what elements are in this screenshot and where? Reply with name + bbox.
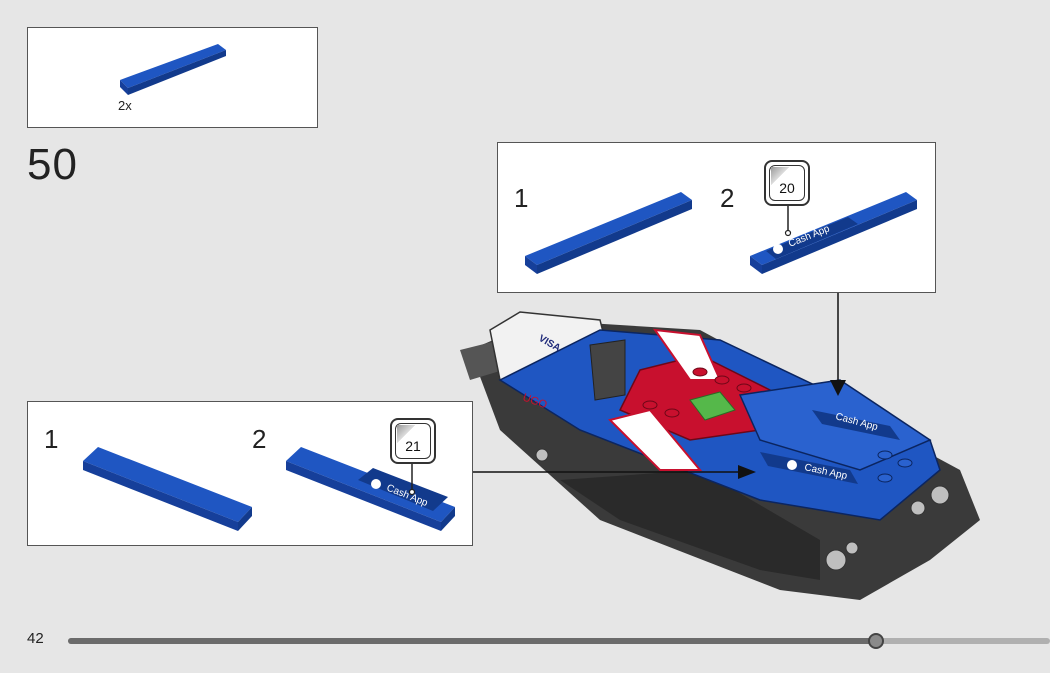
progress-fill	[68, 638, 877, 644]
sticker-badge-icon: 21	[390, 418, 436, 464]
blue-tile-substep-1	[525, 192, 692, 274]
progress-bar	[68, 633, 1050, 649]
page-number: 42	[27, 630, 44, 647]
step-number: 50	[27, 140, 78, 189]
sticker-number: 21	[405, 438, 421, 454]
sticker-badge-icon: 20	[764, 160, 810, 206]
blue-tile-substep-1	[83, 447, 252, 531]
sticker-number: 20	[779, 180, 795, 196]
subassembly-callout-top: 1 2 Cash App 20	[497, 142, 936, 293]
blue-tile-part	[120, 44, 226, 95]
blue-tile-with-sticker: Cash App	[750, 191, 917, 274]
subassembly-callout-left: 1 2 Cash App 21	[27, 401, 473, 546]
substep-2-label: 2	[252, 424, 267, 454]
substep-1-label: 1	[44, 424, 59, 454]
substep-2-label: 2	[720, 183, 735, 213]
substep-1-label: 1	[514, 183, 529, 213]
blue-tile-with-sticker: Cash App	[286, 447, 455, 531]
part-quantity: 2x	[118, 98, 132, 113]
progress-knob	[868, 633, 885, 649]
parts-list-box: 2x	[27, 27, 318, 128]
